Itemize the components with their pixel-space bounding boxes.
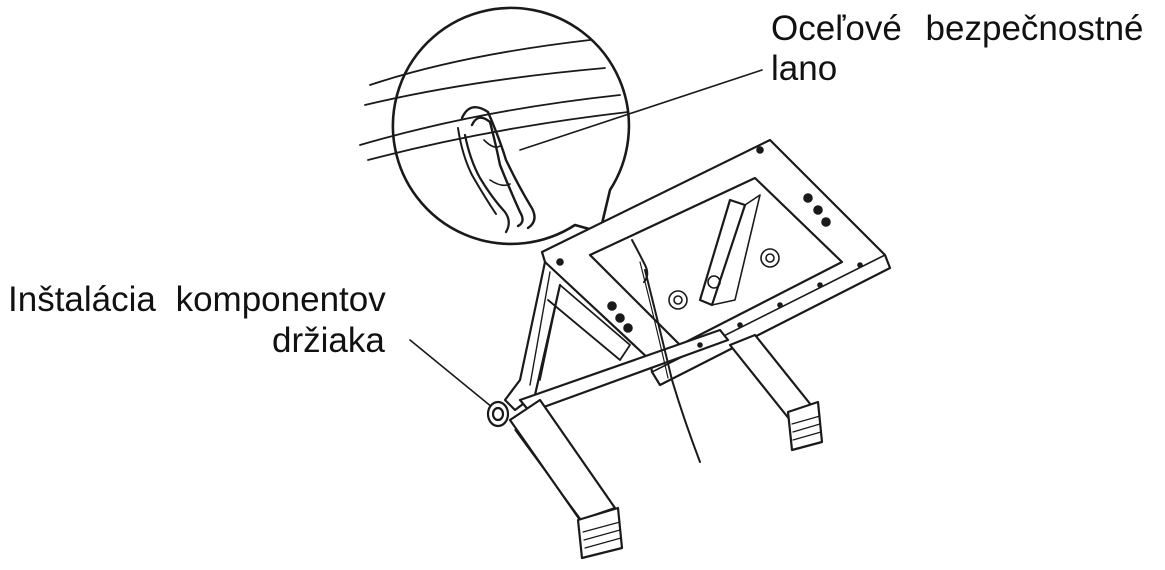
safety-cable-label-line1: Oceľové bezpečnostné — [771, 9, 1144, 48]
cable-loop-detail — [457, 106, 536, 234]
leader-line-safety-cable — [519, 69, 763, 151]
magnifier-rail-2 — [364, 67, 606, 106]
detail-magnifier — [359, 6, 631, 246]
magnifier-rail-4 — [367, 111, 629, 161]
left-a-frame — [503, 260, 562, 412]
top-plate-cutout — [588, 176, 844, 347]
front-leg — [508, 398, 617, 522]
bracket-installation-label-line2: držiaka — [272, 321, 385, 360]
magnifier-outline — [391, 6, 631, 246]
bracket-installation-label-line1: Inštalácia komponentov — [8, 280, 386, 319]
leader-line-bracket — [409, 339, 499, 413]
safety-cable-label-line2: lano — [771, 49, 838, 88]
hinge-bolt — [486, 400, 510, 428]
front-foot-pad — [576, 506, 624, 560]
mounting-bolts — [556, 146, 863, 348]
bracket-frame — [486, 138, 892, 560]
rear-foot-pad — [786, 400, 824, 452]
safety-cable — [631, 239, 701, 463]
magnifier-rail-3 — [359, 94, 621, 146]
magnifier-rail-1 — [369, 39, 591, 86]
cross-rail — [518, 328, 730, 414]
